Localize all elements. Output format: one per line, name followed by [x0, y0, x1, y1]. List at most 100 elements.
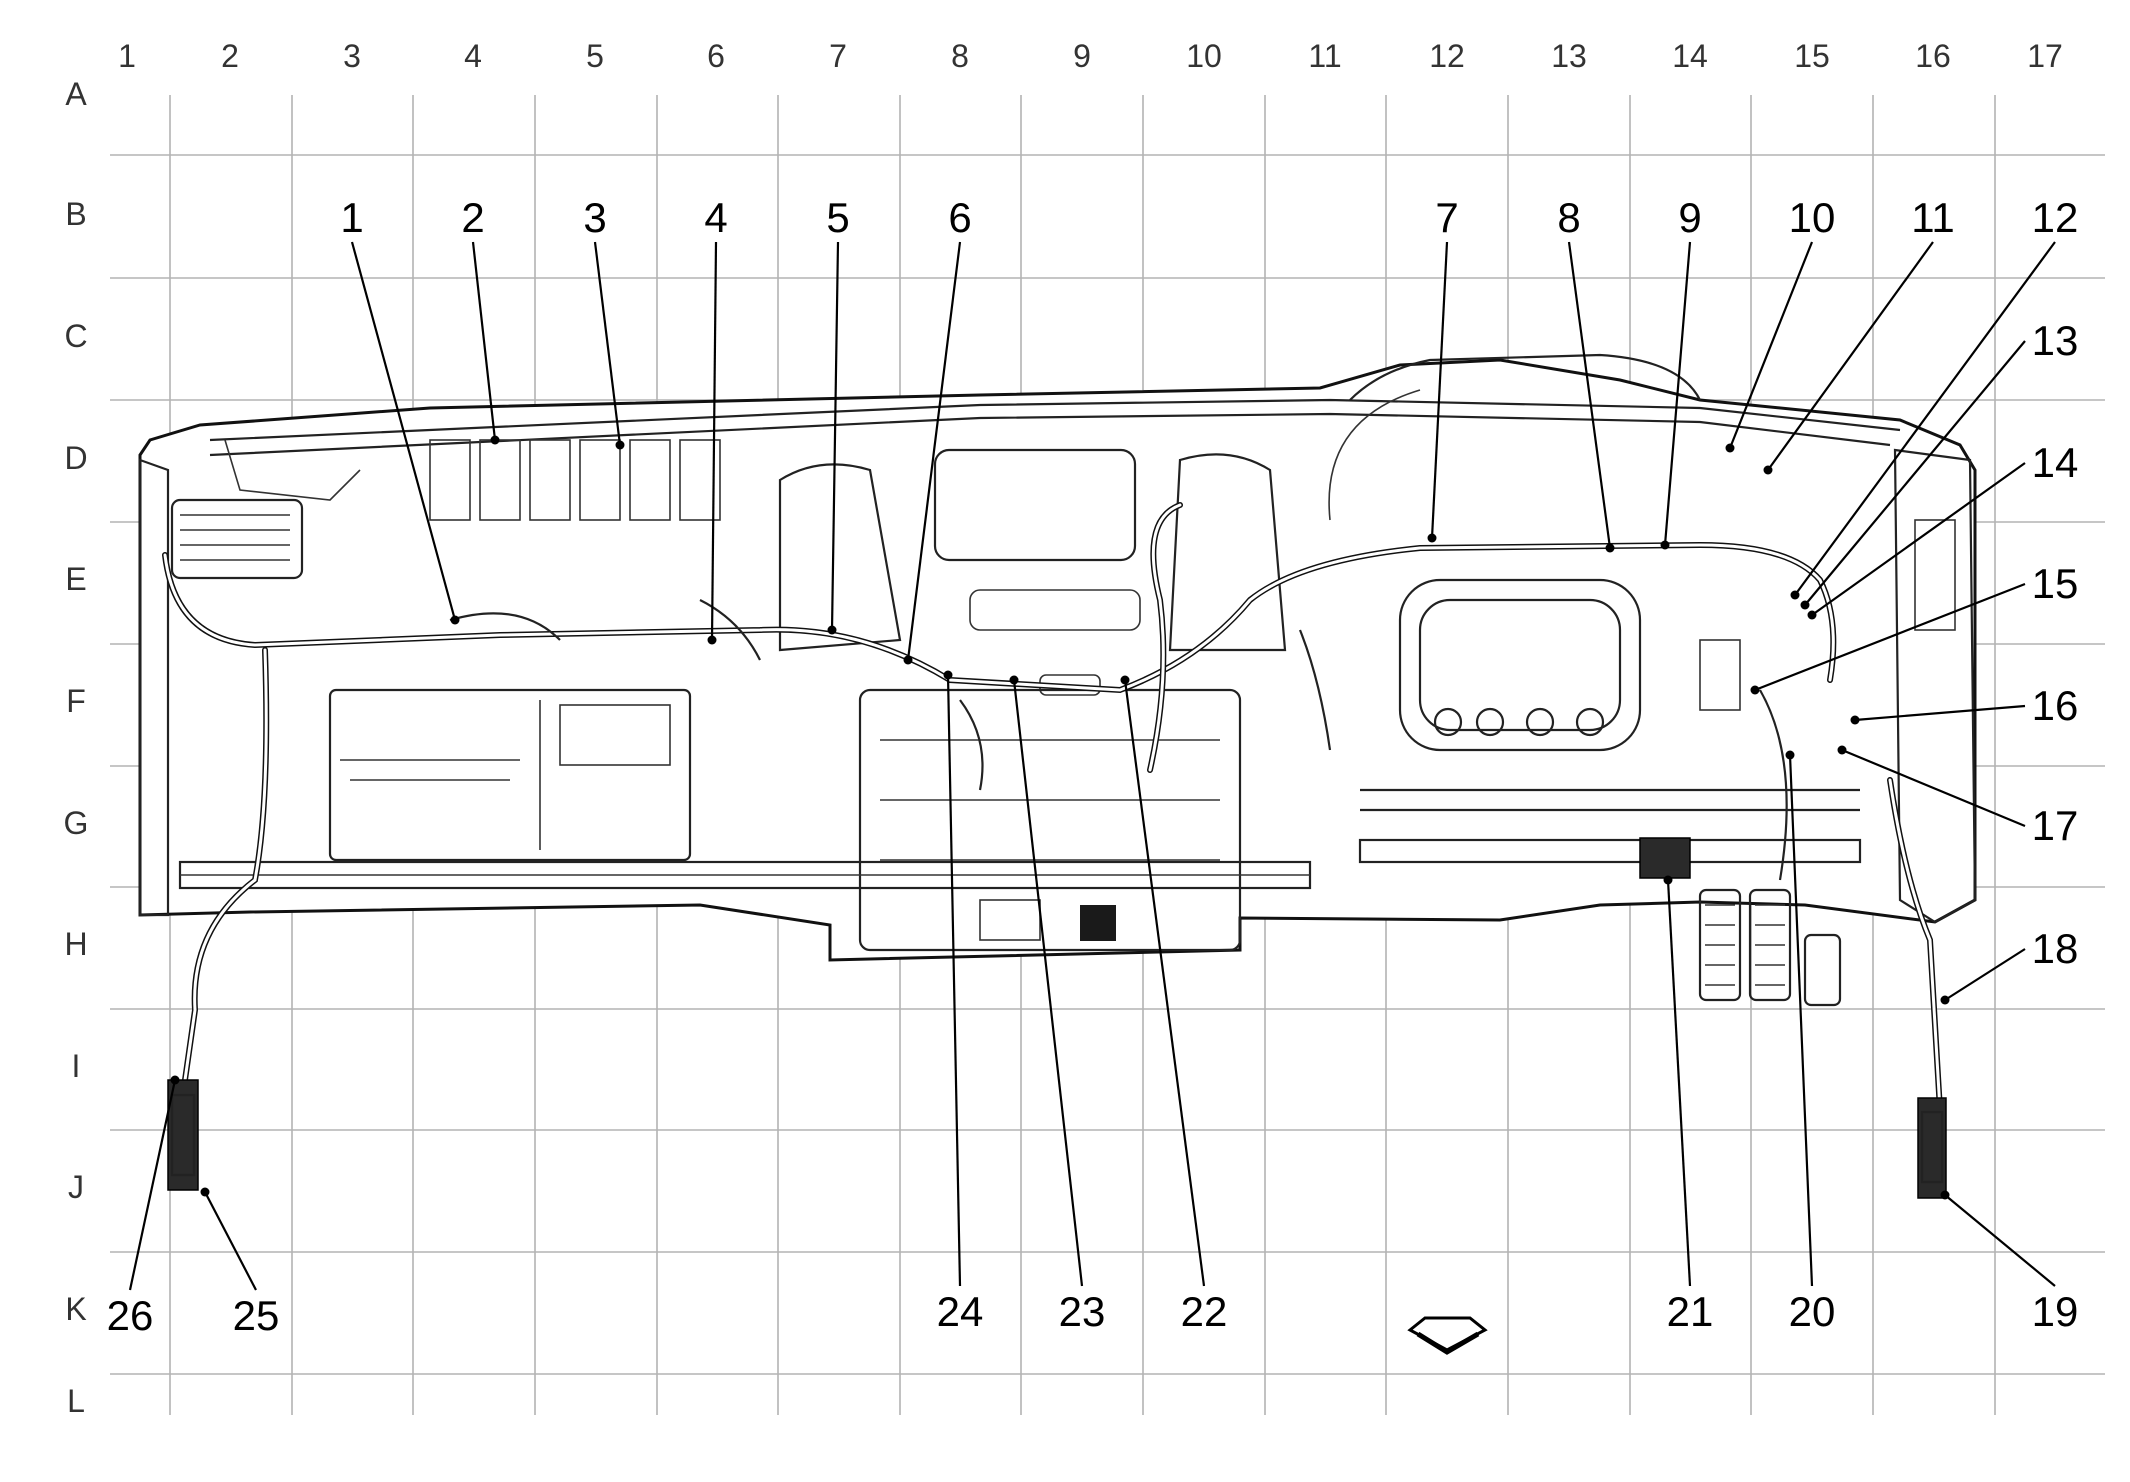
- column-label: 13: [1551, 38, 1587, 74]
- row-label: B: [65, 196, 86, 232]
- leader-line-5: [830, 241, 840, 631]
- row-label: J: [68, 1169, 84, 1205]
- leader-line-12: [1794, 241, 2056, 596]
- leader-line-13: [1804, 340, 2026, 606]
- leader-line-19: [1944, 1194, 2056, 1287]
- callout-2: 2: [461, 194, 484, 241]
- leader-line-2: [471, 241, 497, 441]
- callout-17: 17: [2032, 802, 2079, 849]
- leader-dot-4: [707, 635, 717, 645]
- leader-dot-17: [1837, 745, 1847, 755]
- row-label: K: [65, 1291, 86, 1327]
- leader-dot-21: [1663, 875, 1673, 885]
- leader-line-20: [1788, 754, 1814, 1287]
- leader-dot-16: [1850, 715, 1860, 725]
- down-arrow-icon: [1407, 1316, 1488, 1355]
- callout-12: 12: [2032, 194, 2079, 241]
- callout-22: 22: [1181, 1288, 1228, 1335]
- callout-1: 1: [340, 194, 363, 241]
- callout-19: 19: [2032, 1288, 2079, 1335]
- leader-dot-9: [1660, 540, 1670, 550]
- leader-dot-18: [1940, 995, 1950, 1005]
- callout-3: 3: [583, 194, 606, 241]
- column-label: 16: [1915, 38, 1951, 74]
- callout-16: 16: [2032, 682, 2079, 729]
- leader-line-22: [1123, 679, 1206, 1287]
- column-label: 2: [221, 38, 239, 74]
- leader-line-11: [1767, 241, 1934, 471]
- row-label: I: [72, 1048, 81, 1084]
- callout-24: 24: [937, 1288, 984, 1335]
- callout-9: 9: [1678, 194, 1701, 241]
- row-label: D: [64, 440, 87, 476]
- row-label: H: [64, 926, 87, 962]
- leader-dot-11: [1763, 465, 1773, 475]
- leader-dot-15: [1750, 685, 1760, 695]
- leader-dot-5: [827, 625, 837, 635]
- column-label: 14: [1672, 38, 1708, 74]
- row-label: E: [65, 561, 86, 597]
- row-label: C: [64, 318, 87, 354]
- leader-dot-19: [1940, 1190, 1950, 1200]
- callout-26: 26: [107, 1292, 154, 1339]
- column-label: 8: [951, 38, 969, 74]
- leader-dot-8: [1605, 543, 1615, 553]
- leader-line-26: [128, 1079, 177, 1291]
- callout-4: 4: [704, 194, 727, 241]
- callout-11: 11: [1911, 194, 1955, 241]
- leader-line-7: [1430, 241, 1449, 539]
- callout-8: 8: [1557, 194, 1580, 241]
- column-label: 1: [118, 38, 136, 74]
- leader-line-4: [710, 241, 718, 641]
- leader-line-21: [1666, 879, 1692, 1287]
- column-label: 7: [829, 38, 847, 74]
- leader-line-23: [1012, 679, 1084, 1287]
- callout-13: 13: [2032, 317, 2079, 364]
- leader-line-16: [1854, 704, 2026, 722]
- column-label: 17: [2027, 38, 2063, 74]
- leader-line-14: [1811, 462, 2026, 616]
- leader-dot-12: [1790, 590, 1800, 600]
- callout-21: 21: [1667, 1288, 1714, 1335]
- leader-line-9: [1663, 241, 1692, 546]
- leader-dot-22: [1120, 675, 1130, 685]
- row-label: A: [65, 76, 87, 112]
- column-label: 6: [707, 38, 725, 74]
- column-label: 5: [586, 38, 604, 74]
- leader-line-3: [593, 241, 622, 446]
- callout-23: 23: [1059, 1288, 1106, 1335]
- column-label: 12: [1429, 38, 1465, 74]
- leader-dot-20: [1785, 750, 1795, 760]
- callout-20: 20: [1789, 1288, 1836, 1335]
- column-label: 3: [343, 38, 361, 74]
- leader-dot-24: [943, 670, 953, 680]
- callout-14: 14: [2032, 439, 2079, 486]
- leader-dot-14: [1807, 610, 1817, 620]
- leader-dot-3: [615, 440, 625, 450]
- leader-dot-13: [1800, 600, 1810, 610]
- leader-line-17: [1841, 748, 2026, 828]
- leader-line-25: [204, 1191, 257, 1291]
- callout-6: 6: [948, 194, 971, 241]
- leader-dot-23: [1009, 675, 1019, 685]
- leader-line-18: [1944, 948, 2026, 1001]
- callout-leaders: [128, 241, 2056, 1291]
- callout-5: 5: [826, 194, 849, 241]
- leader-dot-6: [903, 655, 913, 665]
- row-label: G: [64, 805, 89, 841]
- leader-dot-2: [490, 435, 500, 445]
- column-label: 4: [464, 38, 482, 74]
- leader-line-15: [1754, 582, 2026, 692]
- leader-line-10: [1728, 241, 1814, 449]
- callout-15: 15: [2032, 560, 2079, 607]
- column-label: 15: [1794, 38, 1830, 74]
- leader-line-24: [946, 674, 962, 1287]
- column-label: 10: [1186, 38, 1222, 74]
- leader-dot-1: [450, 615, 460, 625]
- callout-18: 18: [2032, 925, 2079, 972]
- leader-dot-25: [200, 1187, 210, 1197]
- leader-line-6: [906, 241, 962, 661]
